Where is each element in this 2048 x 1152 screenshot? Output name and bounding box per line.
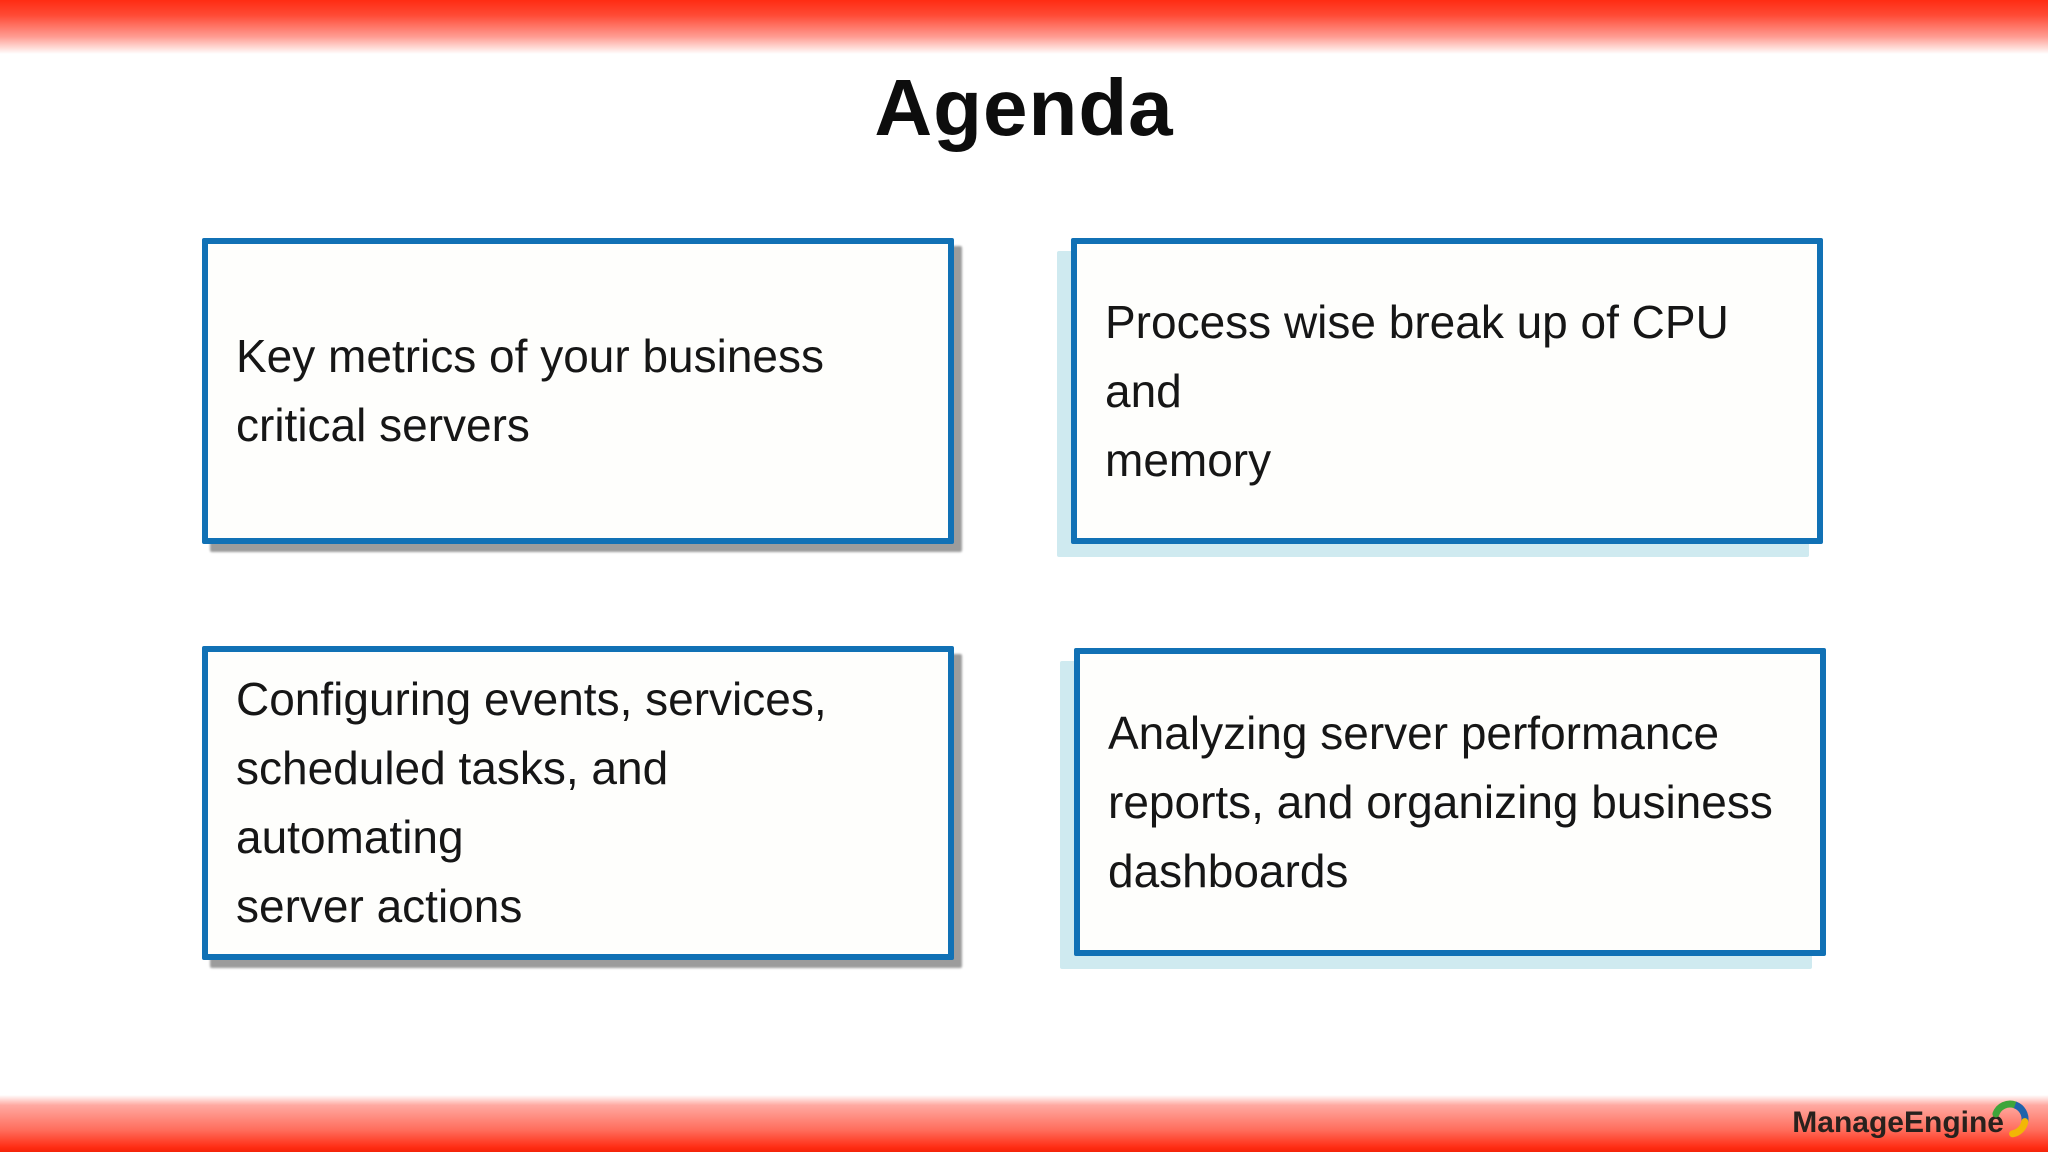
bottom-accent-bar xyxy=(0,1095,2048,1152)
agenda-card-analyzing-reports: Analyzing server performance reports, an… xyxy=(1074,648,1826,956)
manageengine-logo: ManageEngine xyxy=(1792,1100,2030,1145)
agenda-card-text: Configuring events, services, scheduled … xyxy=(236,673,827,932)
agenda-card-text: Analyzing server performance reports, an… xyxy=(1108,706,1773,897)
agenda-card-configuring-events: Configuring events, services, scheduled … xyxy=(202,646,954,960)
agenda-card-text: Key metrics of your business critical se… xyxy=(236,330,825,451)
top-accent-bar xyxy=(0,0,2048,54)
agenda-card-text: Process wise break up of CPU and memory xyxy=(1105,295,1729,486)
agenda-card-key-metrics: Key metrics of your business critical se… xyxy=(202,238,954,544)
manageengine-logo-text: ManageEngine xyxy=(1792,1106,2004,1139)
page-title: Agenda xyxy=(874,63,1174,152)
agenda-card-process-breakup: Process wise break up of CPU and memory xyxy=(1071,238,1823,544)
manageengine-swoosh-icon xyxy=(1992,1100,2029,1138)
